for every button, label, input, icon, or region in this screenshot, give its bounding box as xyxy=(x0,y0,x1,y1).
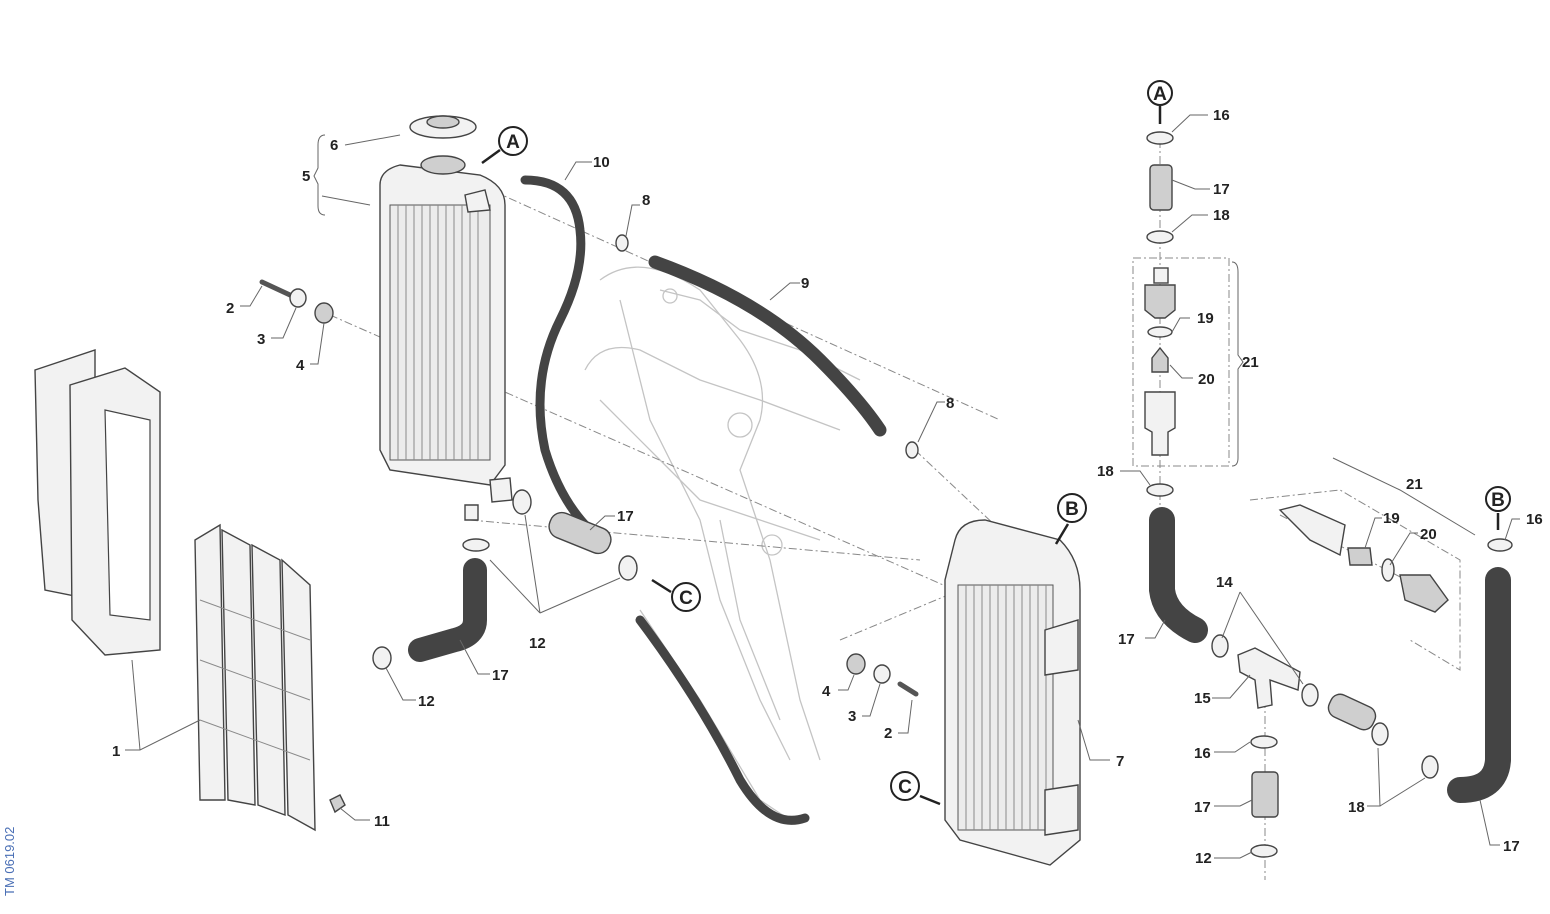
callout-21: 21 xyxy=(1406,476,1423,493)
hose-17-tee-branch xyxy=(1327,693,1377,731)
bolt-2-left xyxy=(259,279,293,298)
callout-8: 8 xyxy=(946,395,954,412)
callout-20: 20 xyxy=(1198,371,1215,388)
callout-17: 17 xyxy=(492,667,509,684)
callout-20: 20 xyxy=(1420,526,1437,543)
hose-17-left-straight xyxy=(548,511,612,555)
ref-circle-c-right: C xyxy=(890,771,920,801)
svg-text:A: A xyxy=(506,132,520,153)
hose-10 xyxy=(520,175,595,535)
callout-14: 14 xyxy=(1216,574,1233,591)
callout-19: 19 xyxy=(1197,310,1214,327)
callout-18: 18 xyxy=(1348,799,1365,816)
radiator-cap xyxy=(409,115,477,139)
left-radiator xyxy=(379,155,513,521)
bolt-2-right xyxy=(897,681,919,697)
callout-16: 16 xyxy=(1526,511,1543,528)
thermostat-assembly-vertical xyxy=(1144,267,1176,456)
radiator-shroud xyxy=(34,349,161,656)
callout-3: 3 xyxy=(848,708,856,725)
callout-16: 16 xyxy=(1213,107,1230,124)
left-radiator-fins xyxy=(397,205,479,460)
hose-lower-frame xyxy=(635,615,810,825)
callout-21: 21 xyxy=(1242,354,1259,371)
ref-circle-a-left: A xyxy=(498,126,528,156)
ref-circle-c-left: C xyxy=(671,582,701,612)
callout-2: 2 xyxy=(884,725,892,742)
washer-3-right xyxy=(873,664,891,684)
callout-17: 17 xyxy=(617,508,634,525)
svg-text:C: C xyxy=(679,588,693,609)
fastener-11 xyxy=(329,794,346,814)
ref-circle-b-right: B xyxy=(1485,486,1511,512)
hose-17-far-right xyxy=(1447,567,1511,803)
callout-6: 6 xyxy=(330,137,338,154)
svg-text:A: A xyxy=(1153,84,1167,105)
right-radiator-fins xyxy=(965,585,1047,830)
callout-9: 9 xyxy=(801,275,809,292)
callout-19: 19 xyxy=(1383,510,1400,527)
ref-circle-a-right: A xyxy=(1147,80,1173,106)
hose-17-left-elbow xyxy=(408,558,487,662)
hose-17-lower-center xyxy=(1251,771,1279,818)
callout-11: 11 xyxy=(374,813,390,830)
callout-18: 18 xyxy=(1213,207,1230,224)
callout-4: 4 xyxy=(296,357,305,374)
reference-arrows xyxy=(481,106,1500,806)
callout-2: 2 xyxy=(226,300,234,317)
callout-7: 7 xyxy=(1116,753,1124,770)
hose-17-right-elbow xyxy=(1149,507,1208,643)
callout-12: 12 xyxy=(1195,850,1212,867)
svg-text:C: C xyxy=(898,777,912,798)
grommet-4-left xyxy=(314,302,334,324)
svg-text:B: B xyxy=(1491,490,1505,511)
hose-17-top xyxy=(1149,164,1173,211)
callout-labels: 1 2 2 3 3 4 4 5 6 7 8 8 9 10 11 12 12 12… xyxy=(112,107,1543,867)
callout-10: 10 xyxy=(593,154,610,171)
ref-circle-b-left: B xyxy=(1057,493,1087,523)
leader-lines xyxy=(125,114,1520,859)
washer-3-left xyxy=(289,288,307,308)
right-radiator xyxy=(944,519,1081,866)
callout-8: 8 xyxy=(642,192,650,209)
tee-fitting-15 xyxy=(1237,647,1301,709)
callout-1: 1 xyxy=(112,743,120,760)
hose-clamps xyxy=(372,131,1513,858)
callout-16: 16 xyxy=(1194,745,1211,762)
callout-17: 17 xyxy=(1194,799,1211,816)
callout-12: 12 xyxy=(418,693,435,710)
callout-18: 18 xyxy=(1097,463,1114,480)
thermostat-assembly-horizontal xyxy=(1278,504,1449,613)
radiator-guard-grille xyxy=(194,523,316,832)
callout-15: 15 xyxy=(1194,690,1211,707)
callout-17: 17 xyxy=(1213,181,1230,198)
callout-4: 4 xyxy=(822,683,831,700)
callout-17: 17 xyxy=(1503,838,1520,855)
callout-12: 12 xyxy=(529,635,546,652)
grommet-4-right xyxy=(846,653,866,675)
callout-5: 5 xyxy=(302,168,310,185)
hose-9 xyxy=(648,255,887,437)
svg-text:B: B xyxy=(1065,499,1079,520)
callout-3: 3 xyxy=(257,331,265,348)
callout-17: 17 xyxy=(1118,631,1135,648)
